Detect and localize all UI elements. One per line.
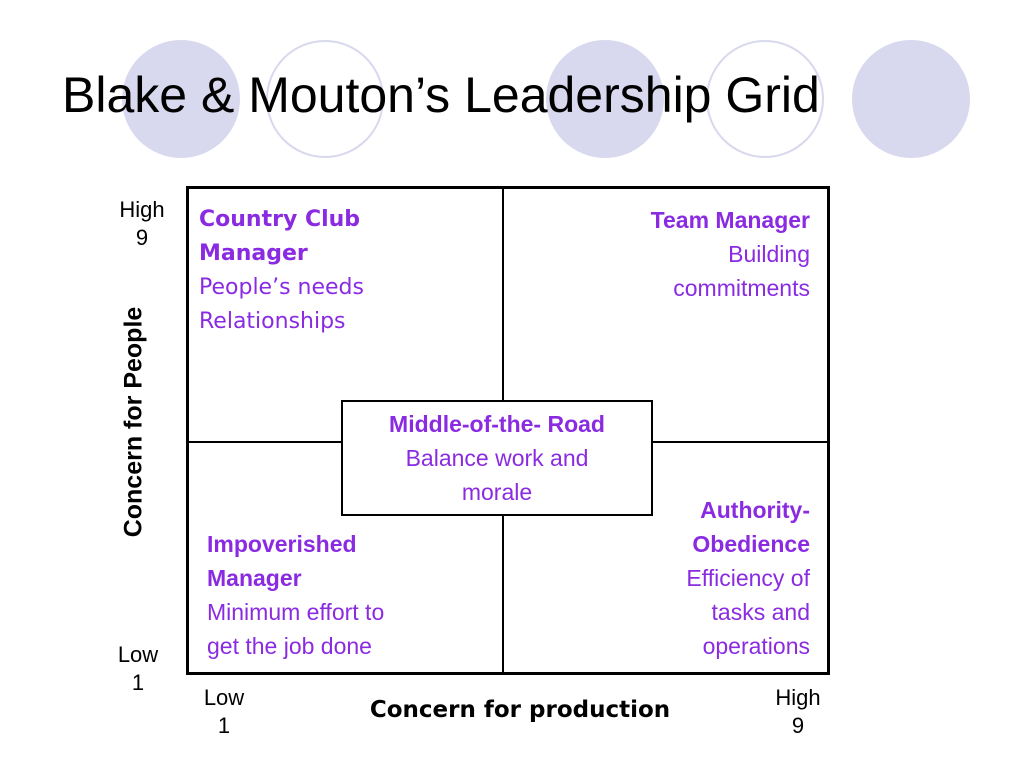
y-low-word: Low (117, 642, 159, 667)
middle-desc-2: morale (461, 479, 533, 505)
y-high-label: High 9 (108, 196, 176, 252)
impoverished-title-2: Manager (207, 565, 302, 591)
x-high-word: High (775, 685, 821, 710)
decor-circle-2 (266, 40, 384, 158)
authority-title-1: Authority- (700, 497, 810, 523)
middle-title: Middle-of-the- Road (389, 411, 605, 437)
impoverished-desc-1: Minimum effort to (207, 599, 385, 625)
x-axis-label: Concern for production (369, 697, 671, 723)
y-low-label: Low 1 (104, 641, 172, 697)
leadership-grid (186, 186, 830, 675)
decor-circle-4 (706, 40, 824, 158)
middle-of-the-road-box: Middle-of-the- Road Balance work and mor… (341, 400, 653, 516)
team-desc-2: commitments (673, 275, 810, 301)
x-high-value: 9 (791, 713, 805, 738)
decor-circle-5 (852, 40, 970, 158)
authority-desc-1: Efficiency of (686, 565, 810, 591)
country-club-title-1: Country Club (199, 207, 361, 232)
team-title-1: Team Manager (650, 207, 810, 233)
impoverished-desc-2: get the job done (207, 633, 372, 659)
y-axis-label: Concern for People (119, 306, 148, 538)
authority-title-2: Obedience (692, 531, 810, 557)
authority-desc-3: operations (702, 633, 810, 659)
x-high-label: High 9 (764, 684, 832, 740)
y-low-value: 1 (131, 670, 145, 695)
decor-circle-1 (122, 40, 240, 158)
middle-desc-1: Balance work and (405, 445, 589, 471)
x-low-word: Low (203, 685, 245, 710)
slide-title: Blake & Mouton’s Leadership Grid (62, 67, 820, 123)
quadrant-impoverished: Impoverished Manager Minimum effort to g… (207, 527, 384, 663)
y-high-word: High (119, 197, 165, 222)
country-club-title-2: Manager (199, 241, 308, 266)
country-club-desc-2: Relationships (199, 309, 346, 334)
decor-circle-3 (546, 40, 664, 158)
quadrant-country-club: Country Club Manager People’s needs Rela… (199, 203, 364, 339)
country-club-desc-1: People’s needs (199, 275, 364, 300)
x-low-value: 1 (217, 713, 231, 738)
y-high-value: 9 (135, 225, 149, 250)
team-desc-1: Building (728, 241, 810, 267)
x-low-label: Low 1 (190, 684, 258, 740)
quadrant-authority-obedience: Authority- Obedience Efficiency of tasks… (686, 493, 810, 663)
impoverished-title-1: Impoverished (207, 531, 357, 557)
quadrant-team-manager: Team Manager Building commitments (651, 203, 810, 305)
authority-desc-2: tasks and (711, 599, 810, 625)
